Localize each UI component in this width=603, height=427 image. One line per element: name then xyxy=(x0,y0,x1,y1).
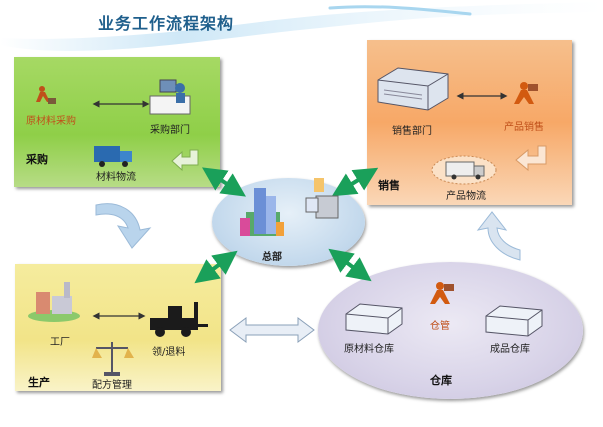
label-pickup-return: 领/退料 xyxy=(152,347,186,358)
label-raw-purchase: 原材料采购 xyxy=(26,116,76,127)
label-formula-mgmt: 配方管理 xyxy=(92,380,132,391)
hq-buildings-icon xyxy=(240,188,284,236)
arrow-hub-production xyxy=(194,250,238,284)
title-swoosh xyxy=(0,2,603,51)
section-production: 生产 xyxy=(28,376,50,389)
purchaser-icon xyxy=(36,86,56,104)
scale-icon xyxy=(92,342,134,376)
label-sales-dept: 销售部门 xyxy=(392,126,432,137)
label-product-logistics: 产品物流 xyxy=(446,191,486,202)
forklift-icon xyxy=(150,302,208,337)
label-keeper: 仓管 xyxy=(430,321,450,332)
arrow-hub-procurement xyxy=(202,167,246,197)
product-store-icon xyxy=(485,305,543,337)
section-procurement: 采购 xyxy=(26,153,48,166)
arrow-procurement-to-production xyxy=(95,203,152,249)
arrow-hub-warehouse xyxy=(328,248,372,282)
arrow-warehouse-to-sales xyxy=(476,211,521,261)
truck-icon-sales xyxy=(431,155,497,185)
arrow-production-warehouse xyxy=(229,317,315,343)
page-title: 业务工作流程架构 xyxy=(98,14,235,33)
raw-store-icon xyxy=(345,303,403,335)
salesperson-icon xyxy=(514,82,538,104)
section-warehouse: 仓库 xyxy=(430,374,452,387)
hq-computer-icon xyxy=(305,178,339,219)
label-product-store: 成品仓库 xyxy=(490,344,530,355)
label-raw-store: 原材料仓库 xyxy=(344,344,394,355)
return-arrow-sales xyxy=(515,145,547,172)
factory-icon xyxy=(28,282,80,322)
title-banner xyxy=(0,0,603,60)
purchase-dept-icon xyxy=(149,79,191,115)
label-hq: 总部 xyxy=(262,252,282,263)
return-arrow-procurement xyxy=(171,149,199,172)
label-material-logistics: 材料物流 xyxy=(96,172,136,183)
section-sales: 销售 xyxy=(378,179,400,192)
label-factory: 工厂 xyxy=(50,337,70,348)
label-purchase-dept: 采购部门 xyxy=(150,125,190,136)
truck-icon-procurement xyxy=(94,146,132,167)
label-product-sales: 产品销售 xyxy=(504,122,544,133)
arrow-hub-sales xyxy=(331,167,379,197)
sales-dept-icon xyxy=(377,67,449,111)
warehouse-keeper-icon xyxy=(430,282,454,304)
